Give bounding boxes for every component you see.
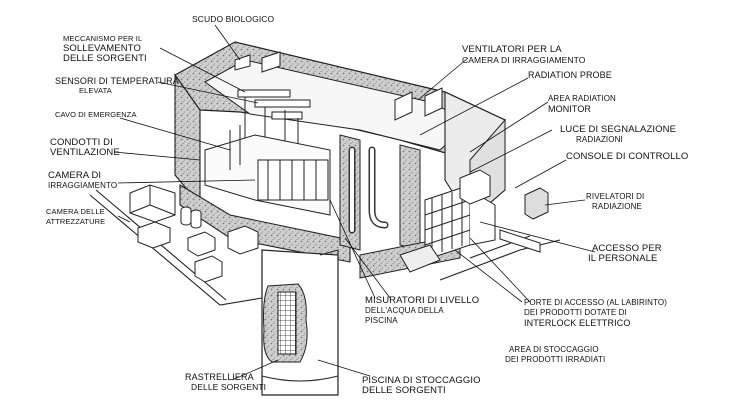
label-radiation-detectors: RIVELATORI DI RADIAZIONE: [586, 192, 645, 211]
equipment-room-boxes: [129, 184, 259, 283]
label-emergency-cable: CAVO DI EMERGENZA: [55, 110, 137, 119]
label-biological-shield: SCUDO BIOLOGICO: [192, 14, 275, 24]
labyrinth-doors: [399, 184, 496, 273]
label-chamber-fans: VENTILATORI PER LA CAMERA DI IRRAGGIAMEN…: [462, 44, 586, 66]
source-lifting-mechanism: [237, 89, 311, 190]
irradiation-chamber: [204, 125, 331, 216]
label-irradiated-storage-area: AREA DI STOCCAGGIO DEI PRODOTTI IRRADIAT…: [505, 345, 606, 364]
control-console: [459, 169, 549, 253]
roof-fans: [234, 51, 443, 121]
label-pool-level-meters: MISURATORI DI LIVELLO DELL'ACQUA DELLA P…: [365, 295, 480, 326]
label-area-radiation-monitor: AREA RADIATION MONITOR: [548, 94, 616, 114]
label-control-console: CONSOLE DI CONTROLLO: [566, 151, 689, 162]
label-source-storage-pool: PISCINA DI STOCCAGGIO DELLE SORGENTI: [362, 375, 481, 396]
label-radiation-probe: RADIATION PROBE: [528, 70, 612, 80]
label-source-rack: RASTRELLIERA DELLE SORGENTI: [185, 372, 267, 392]
leader-lines: [113, 24, 596, 381]
label-equipment-room: CAMERA DELLE ATTREZZATURE: [46, 207, 106, 226]
label-temperature-sensors: SENSORI DI TEMPERATURA ELEVATA: [55, 76, 179, 95]
label-ventilation-ducts: CONDOTTI DI VENTILAZIONE: [50, 137, 120, 158]
label-personnel-access: ACCESSO PER IL PERSONALE: [588, 243, 662, 264]
label-lifting-mechanism: MECCANISMO PER IL SOLLEVAMENTO DELLE SOR…: [63, 34, 147, 64]
label-radiation-warning-light: LUCE DI SEGNALAZIONE RADIAZIONI: [560, 124, 677, 145]
label-irradiation-chamber: CAMERA DI IRRAGGIAMENTO: [48, 170, 118, 191]
storage-pool: [261, 249, 339, 396]
label-product-access-doors: PORTE DI ACCESSO (AL LABIRINTO) DEI PROD…: [524, 298, 667, 328]
